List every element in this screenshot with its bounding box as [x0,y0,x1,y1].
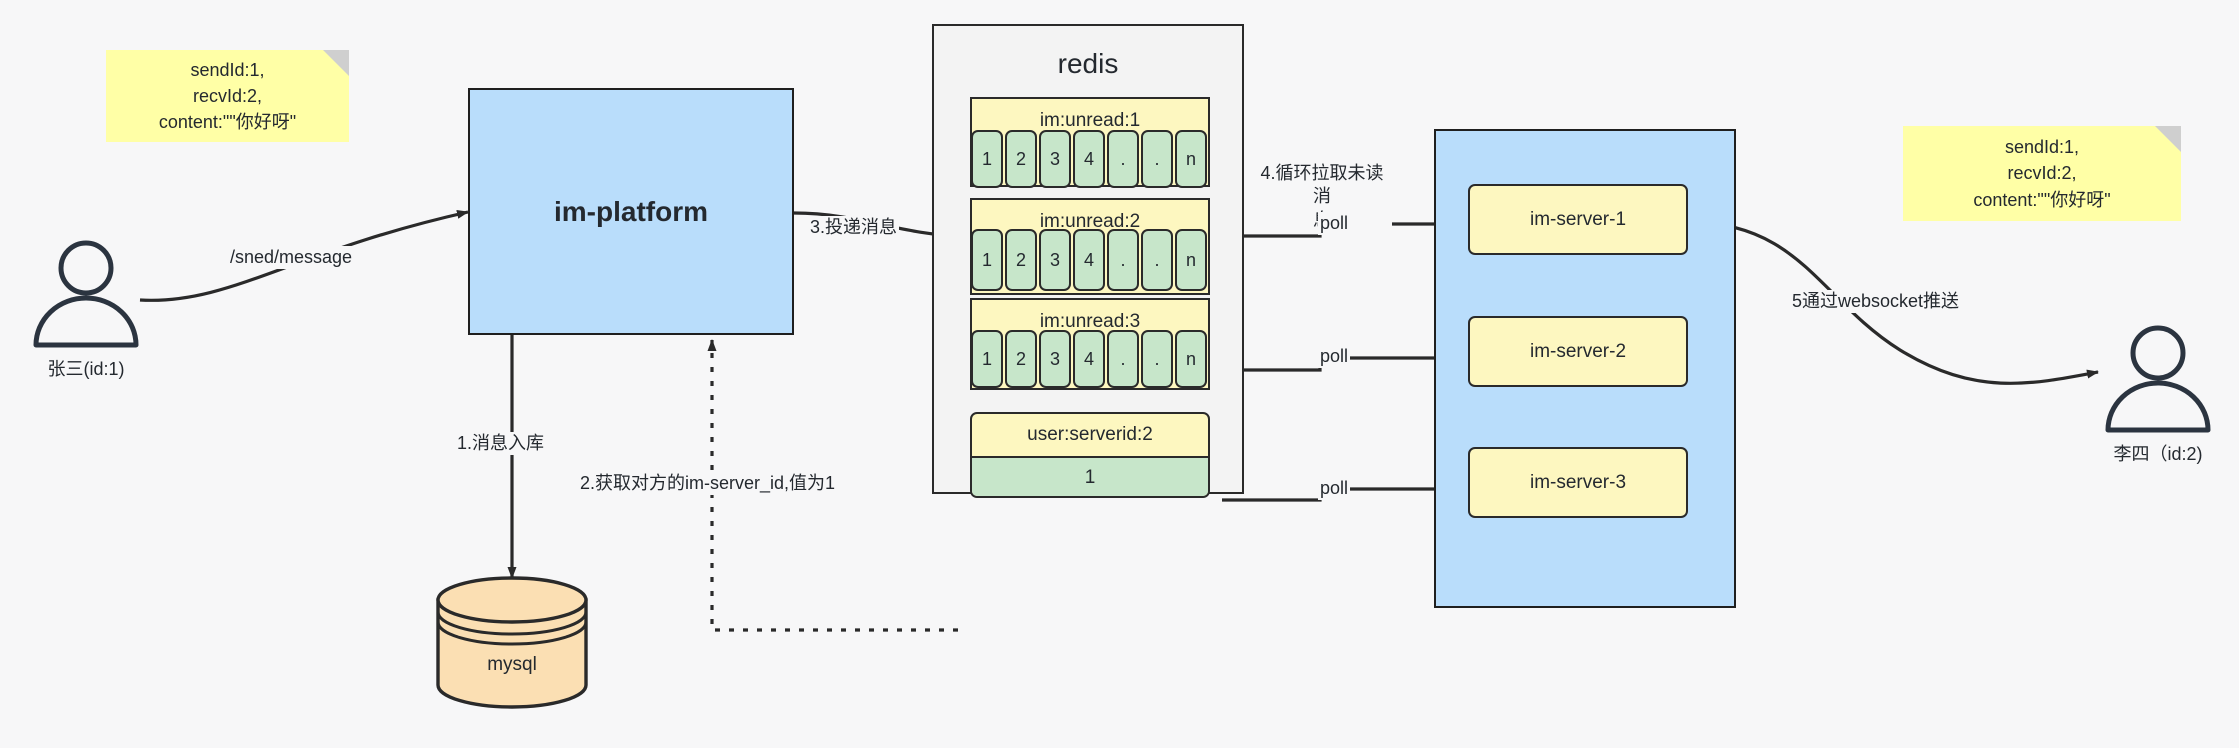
redis-cell[interactable]: 2 [1005,330,1037,388]
edge-label-step1: 1.消息入库 [455,432,547,456]
edge-label-send-message: /sned/message [228,246,355,270]
edge-label-step5: 5通过websocket推送 [1790,290,1962,314]
redis-cell[interactable]: n [1175,330,1207,388]
im-platform-box[interactable]: im-platform [468,88,794,335]
note-fold-icon [323,50,349,76]
im-server-2-label: im-server-2 [1529,340,1627,362]
im-server-3-box[interactable]: im-server-3 [1468,447,1688,518]
note-left-text: sendId:1, recvId:2, content:""你好呀" [158,59,297,133]
mysql-label: mysql [487,654,537,675]
edge-label-step3: 3.投递消息 [808,216,900,240]
sender-label: 张三(id:1) [47,359,125,379]
redis-cell[interactable]: . [1107,229,1139,291]
redis-cell[interactable]: 1 [971,330,1003,388]
redis-list-cells-3: 1 2 3 4 . . n [971,330,1209,388]
redis-cell[interactable]: . [1141,130,1173,188]
im-server-1-box[interactable]: im-server-1 [1468,184,1688,255]
edge-label-poll-2: poll [1318,345,1351,369]
edge-label-step4: 4.循环拉取未读消 息 [1252,162,1392,233]
note-left: sendId:1, recvId:2, content:""你好呀" [106,50,349,142]
note-right: sendId:1, recvId:2, content:""你好呀" [1903,126,2181,221]
redis-list-key-3: im:unread:3 [1039,311,1141,332]
redis-cell[interactable]: 2 [1005,130,1037,188]
im-server-1-label: im-server-1 [1529,208,1627,230]
redis-cell[interactable]: 4 [1073,229,1105,291]
redis-cell[interactable]: . [1141,330,1173,388]
redis-kv-group: user:serverid:2 1 [970,412,1210,498]
redis-cell[interactable]: 2 [1005,229,1037,291]
redis-cell[interactable]: 3 [1039,330,1071,388]
redis-cell[interactable]: 3 [1039,130,1071,188]
redis-cell[interactable]: 4 [1073,330,1105,388]
redis-cell[interactable]: 4 [1073,130,1105,188]
redis-cell[interactable]: 1 [971,229,1003,291]
redis-list-cells-1: 1 2 3 4 . . n [971,130,1209,188]
im-server-3-label: im-server-3 [1529,471,1627,493]
redis-kv-value[interactable]: 1 [972,456,1208,496]
sender-actor-icon [33,240,139,348]
im-server-2-box[interactable]: im-server-2 [1468,316,1688,387]
redis-list-cells-2: 1 2 3 4 . . n [971,229,1209,291]
note-fold-icon [2155,126,2181,152]
im-platform-label: im-platform [554,195,708,227]
redis-list-key-2: im:unread:2 [1039,211,1141,232]
redis-cell[interactable]: 1 [971,130,1003,188]
receiver-label: 李四（id:2) [2113,444,2203,464]
redis-cell[interactable]: n [1175,130,1207,188]
redis-cell[interactable]: . [1107,130,1139,188]
redis-list-key-1: im:unread:1 [1039,110,1141,131]
redis-cell[interactable]: . [1141,229,1173,291]
redis-cell[interactable]: n [1175,229,1207,291]
redis-cell[interactable]: . [1107,330,1139,388]
edge-label-poll-3: poll [1318,477,1351,501]
edge-label-step2: 2.获取对方的im-server_id,值为1 [578,472,838,496]
redis-cell[interactable]: 3 [1039,229,1071,291]
redis-title: redis [1057,48,1119,79]
edge-label-poll-1: poll [1318,212,1351,236]
note-right-text: sendId:1, recvId:2, content:""你好呀" [1973,137,2111,210]
redis-kv-key: user:serverid:2 [1027,424,1153,445]
mysql-database-icon[interactable]: mysql [430,570,595,715]
receiver-actor-icon [2105,325,2211,433]
